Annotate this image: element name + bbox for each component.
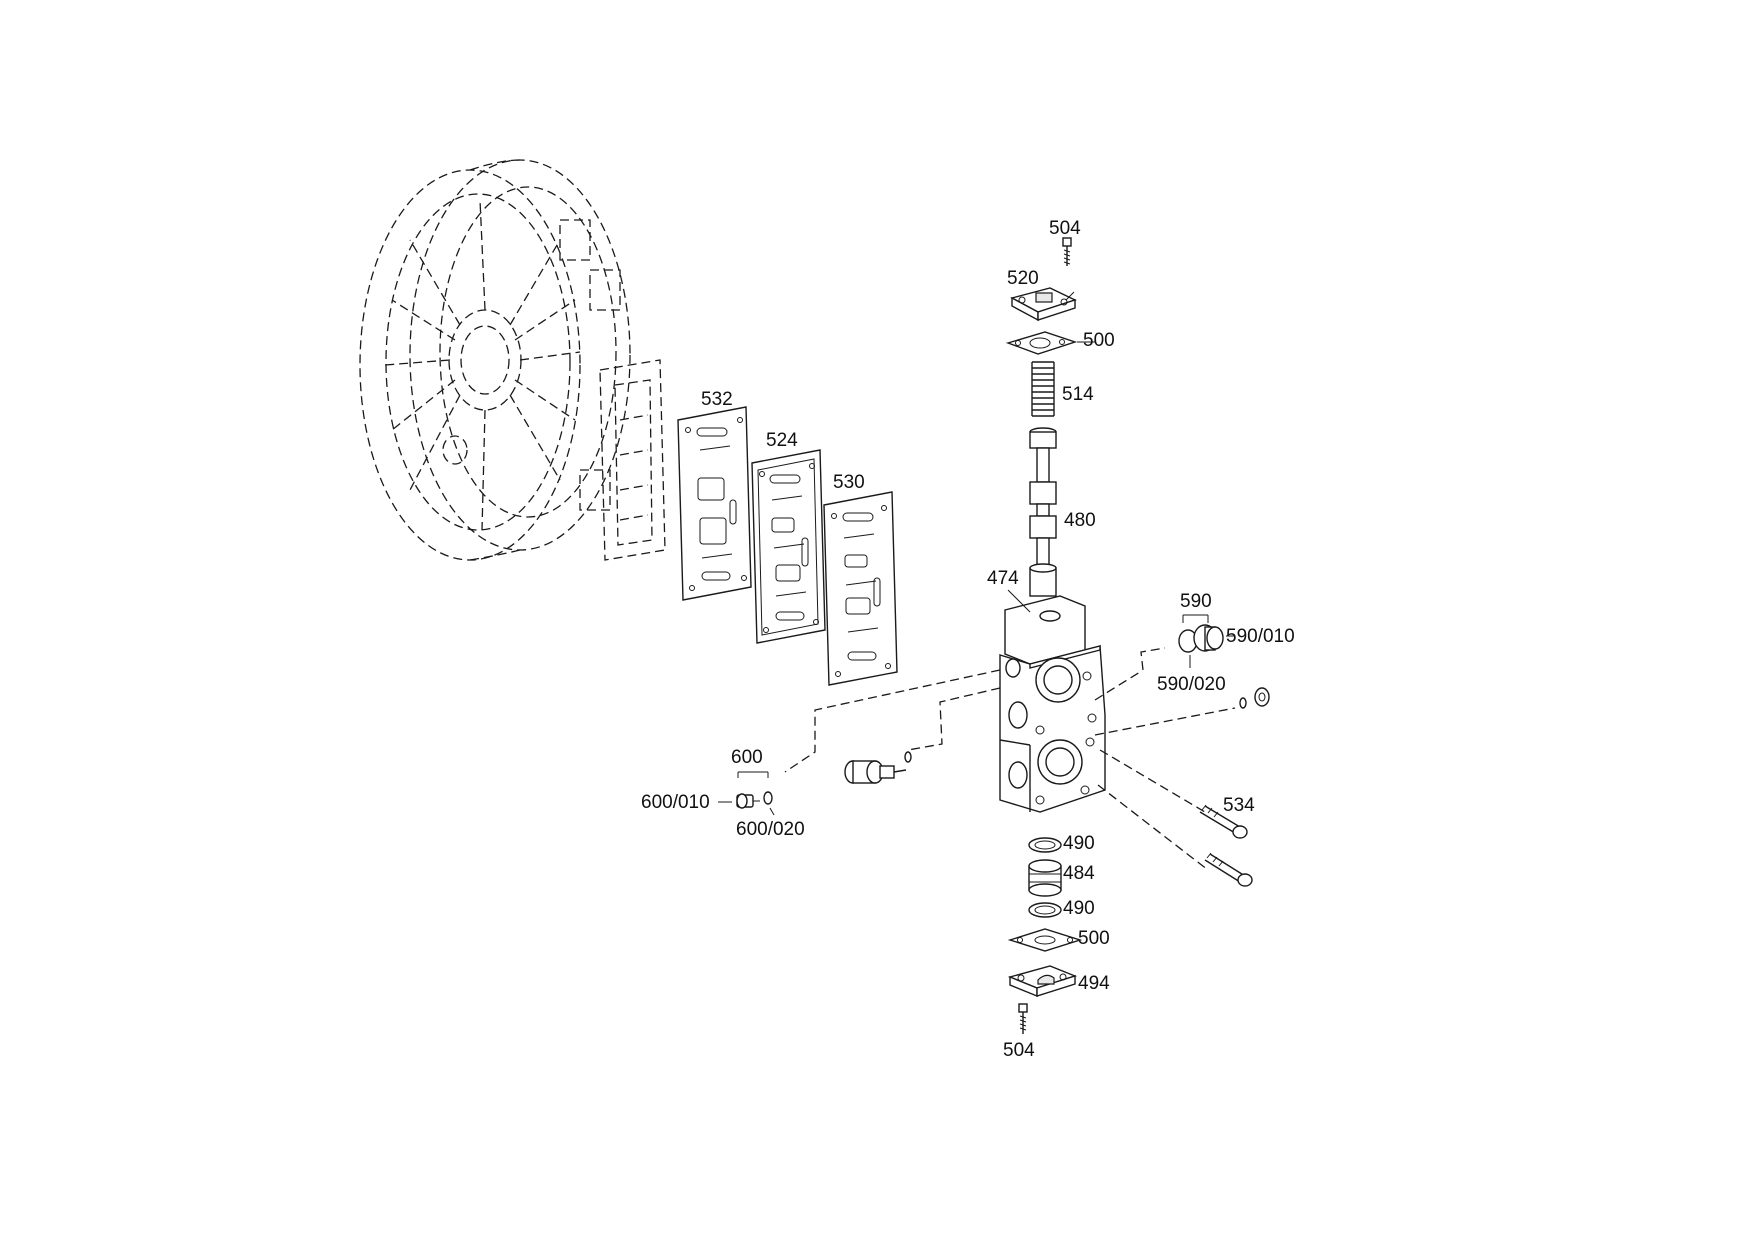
label-484: 484 (1063, 863, 1095, 884)
gasket-500-bottom (1007, 928, 1083, 952)
plate-532 (677, 406, 752, 601)
piston-484 (1028, 859, 1062, 897)
transmission-housing (359, 159, 666, 561)
label-530: 530 (833, 472, 865, 493)
label-532: 532 (701, 389, 733, 410)
leader-lines (1007, 291, 1095, 613)
gasket-500-top (1005, 331, 1078, 355)
plate-530 (823, 491, 898, 686)
spring-514 (1031, 361, 1055, 417)
label-504-bottom: 504 (1003, 1040, 1035, 1061)
label-600-010: 600/010 (641, 792, 710, 813)
callout-labels: 504 520 500 514 480 474 532 524 530 590 … (641, 218, 1295, 1061)
label-504-top: 504 (1049, 218, 1081, 239)
ring-490-top (1028, 837, 1062, 853)
cover-520 (1010, 287, 1077, 322)
label-520: 520 (1007, 268, 1039, 289)
ring-490-bottom (1028, 902, 1062, 918)
cover-494 (1007, 965, 1078, 998)
plug-600 (718, 771, 775, 816)
label-524: 524 (766, 430, 798, 451)
plug-590 (1178, 614, 1234, 668)
assembly-lines (784, 647, 1236, 871)
label-490-top: 490 (1063, 833, 1095, 854)
label-500-top: 500 (1083, 330, 1115, 351)
label-590-010: 590/010 (1226, 626, 1295, 647)
label-590-020: 590/020 (1157, 674, 1226, 695)
label-590: 590 (1180, 591, 1212, 612)
valve-body-474 (999, 595, 1106, 813)
screw-504-bottom (1018, 1003, 1028, 1034)
bolt-534-upper (1199, 804, 1248, 839)
label-534: 534 (1223, 795, 1255, 816)
label-480: 480 (1064, 510, 1096, 531)
screw-504-top (1062, 237, 1072, 266)
plate-524 (751, 449, 826, 644)
bolt-534-lower (1204, 852, 1253, 887)
label-600-020: 600/020 (736, 819, 805, 840)
label-514: 514 (1062, 384, 1094, 405)
label-600: 600 (731, 747, 763, 768)
pressure-sensor (844, 751, 912, 784)
label-474: 474 (987, 568, 1019, 589)
oring-plug-right (1239, 687, 1270, 709)
label-490-bottom: 490 (1063, 898, 1095, 919)
spool-480 (1029, 427, 1057, 597)
label-500-bottom: 500 (1078, 928, 1110, 949)
label-494: 494 (1078, 973, 1110, 994)
